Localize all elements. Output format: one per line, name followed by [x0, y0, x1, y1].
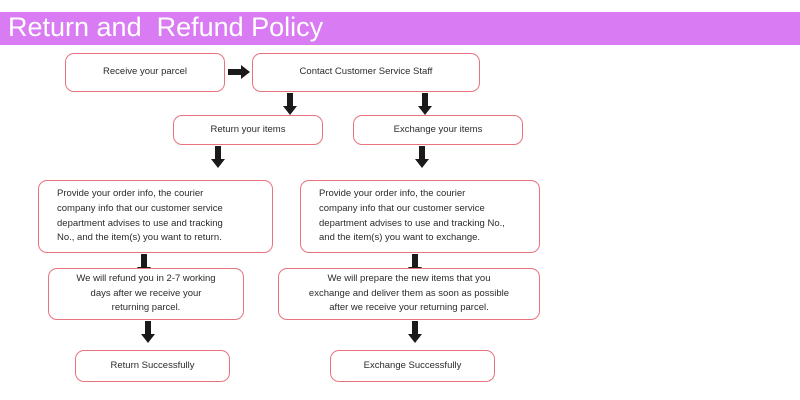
node-contact-staff[interactable]: Contact Customer Service Staff: [252, 53, 480, 92]
arrow-shaft: [141, 254, 147, 268]
arrow-head: [418, 106, 432, 115]
node-label: Exchange Successfully: [363, 359, 462, 371]
arrow-shaft: [412, 254, 418, 268]
connector-exchange-timeline-to-success: [408, 321, 422, 343]
node-exchange-timeline[interactable]: We will prepare the new items that you e…: [278, 268, 540, 320]
node-label: Provide your order info, the courier com…: [319, 188, 505, 244]
title-banner: [0, 12, 800, 45]
node-label: Provide your order info, the courier com…: [57, 188, 223, 244]
arrow-shaft: [412, 321, 418, 335]
connector-exchange-to-info: [415, 146, 429, 168]
node-label: Return Successfully: [110, 359, 195, 371]
node-return-items[interactable]: Return your items: [173, 115, 323, 145]
arrow-shaft: [215, 146, 221, 160]
connector-return-to-info: [211, 146, 225, 168]
page-title: Return and Refund Policy: [8, 12, 324, 42]
arrow-shaft: [287, 93, 293, 107]
node-label: Contact Customer Service Staff: [299, 66, 433, 78]
arrow-shaft: [228, 69, 242, 75]
node-label: We will refund you in 2-7 working days a…: [76, 273, 216, 314]
arrow-head: [408, 334, 422, 343]
node-receive-parcel[interactable]: Receive your parcel: [65, 53, 225, 92]
connector-contact-to-return: [283, 93, 297, 115]
node-label: Return your items: [210, 123, 286, 135]
arrow-shaft: [145, 321, 151, 335]
arrow-head: [415, 159, 429, 168]
node-label: Receive your parcel: [103, 66, 187, 78]
arrow-head: [141, 334, 155, 343]
arrow-head: [241, 65, 250, 79]
arrow-head: [283, 106, 297, 115]
node-exchange-successfully[interactable]: Exchange Successfully: [330, 350, 495, 382]
arrow-head: [211, 159, 225, 168]
connector-receive-to-contact: [228, 65, 250, 79]
arrow-shaft: [422, 93, 428, 107]
node-exchange-items[interactable]: Exchange your items: [353, 115, 523, 145]
connector-refund-to-success: [141, 321, 155, 343]
node-label: We will prepare the new items that you e…: [308, 273, 510, 314]
arrow-shaft: [419, 146, 425, 160]
connector-contact-to-exchange: [418, 93, 432, 115]
node-return-successfully[interactable]: Return Successfully: [75, 350, 230, 382]
node-exchange-info[interactable]: Provide your order info, the courier com…: [300, 180, 540, 253]
node-return-info[interactable]: Provide your order info, the courier com…: [38, 180, 273, 253]
node-label: Exchange your items: [393, 123, 483, 135]
node-refund-timeline[interactable]: We will refund you in 2-7 working days a…: [48, 268, 244, 320]
